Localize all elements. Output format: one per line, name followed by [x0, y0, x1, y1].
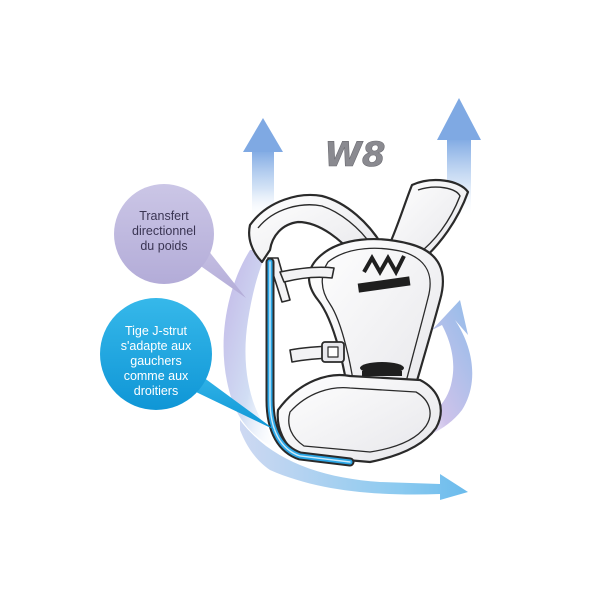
pro-swing-badge: [360, 362, 404, 376]
j-strut-text: Tige J-strut s'adapte aux gauchers comme…: [104, 324, 208, 399]
callout-line: directionnel: [132, 224, 196, 238]
callout-line: droitiers: [133, 384, 179, 398]
callout-line: Transfert: [139, 209, 189, 223]
right-swirl-arrow: [398, 300, 473, 445]
harness: [248, 179, 470, 464]
j-strut-rod: [265, 257, 355, 467]
left-up-arrow: [243, 118, 283, 220]
weight-transfer-text: Transfert directionnel du poids: [116, 209, 212, 254]
left-swirl-arrow: [223, 250, 275, 448]
callout-line: comme aux: [123, 369, 189, 383]
callout-line: s'adapte aux: [120, 339, 192, 353]
j-strut-callout: [100, 298, 275, 430]
bottom-flow-arrow: [240, 420, 468, 500]
weight-transfer-callout: [114, 184, 246, 298]
svg-text:W8: W8: [324, 135, 385, 175]
callout-line: du poids: [140, 239, 188, 253]
callout-line: Tige J-strut: [124, 324, 188, 338]
minelab-logo: [357, 253, 411, 293]
w8-logo: W8: [324, 135, 386, 176]
callout-line: gauchers: [130, 354, 182, 368]
